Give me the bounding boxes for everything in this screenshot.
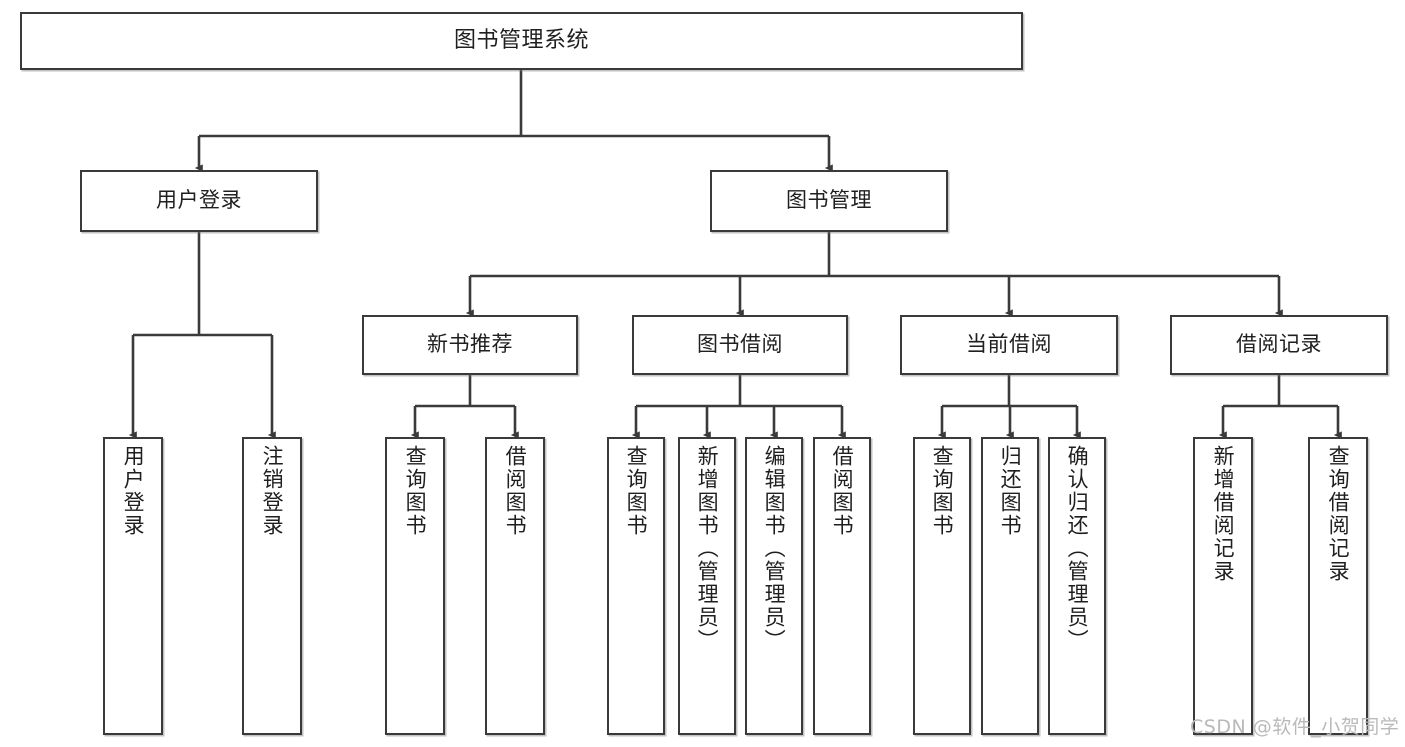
node-root[interactable]: 图书管理系统 xyxy=(20,12,1023,70)
node-label: 用户登录 xyxy=(121,445,146,537)
node-new-book-recommend[interactable]: 新书推荐 xyxy=(362,315,578,375)
node-book-manage[interactable]: 图书管理 xyxy=(710,170,948,232)
node-leaf-query-book-borrow[interactable]: 查询图书 xyxy=(607,437,665,735)
node-label: 图书管理 xyxy=(786,188,872,213)
node-leaf-query-borrow-record[interactable]: 查询借阅记录 xyxy=(1308,437,1368,735)
node-label: 当前借阅 xyxy=(966,332,1052,357)
node-label: 查询借阅记录 xyxy=(1326,445,1351,583)
node-leaf-confirm-return-admin[interactable]: 确认归还（管理员） xyxy=(1048,437,1106,735)
node-leaf-add-borrow-record[interactable]: 新增借阅记录 xyxy=(1193,437,1253,735)
node-leaf-user-login[interactable]: 用户登录 xyxy=(103,437,163,735)
connector-group xyxy=(128,70,1342,439)
node-leaf-borrow-book[interactable]: 借阅图书 xyxy=(813,437,871,735)
node-label: 图书借阅 xyxy=(697,332,783,357)
node-leaf-add-book-admin[interactable]: 新增图书（管理员） xyxy=(678,437,736,735)
node-label: 借阅记录 xyxy=(1236,332,1322,357)
node-label: 查询图书 xyxy=(403,445,428,537)
node-borrow-record[interactable]: 借阅记录 xyxy=(1170,315,1388,375)
node-leaf-edit-book-admin[interactable]: 编辑图书（管理员） xyxy=(745,437,803,735)
node-label: 图书管理系统 xyxy=(453,27,589,53)
node-label: 编辑图书（管理员） xyxy=(762,445,787,652)
node-label: 借阅图书 xyxy=(830,445,855,537)
node-label: 用户登录 xyxy=(156,188,242,213)
node-leaf-borrow-book-rec[interactable]: 借阅图书 xyxy=(485,437,545,735)
node-leaf-user-logout[interactable]: 注销登录 xyxy=(242,437,302,735)
node-current-borrow[interactable]: 当前借阅 xyxy=(900,315,1118,375)
node-label: 查询图书 xyxy=(624,445,649,537)
node-user-login[interactable]: 用户登录 xyxy=(80,170,318,232)
node-label: 新增图书（管理员） xyxy=(695,445,720,652)
node-label: 注销登录 xyxy=(260,445,285,537)
node-leaf-query-book-rec[interactable]: 查询图书 xyxy=(385,437,445,735)
node-leaf-return-book[interactable]: 归还图书 xyxy=(981,437,1039,735)
node-label: 新书推荐 xyxy=(427,332,513,357)
node-leaf-query-book-current[interactable]: 查询图书 xyxy=(913,437,971,735)
node-label: 确认归还（管理员） xyxy=(1065,445,1090,652)
node-label: 查询图书 xyxy=(930,445,955,537)
node-book-borrow[interactable]: 图书借阅 xyxy=(632,315,848,375)
node-label: 借阅图书 xyxy=(503,445,528,537)
node-label: 新增借阅记录 xyxy=(1211,445,1236,583)
node-label: 归还图书 xyxy=(998,445,1023,537)
